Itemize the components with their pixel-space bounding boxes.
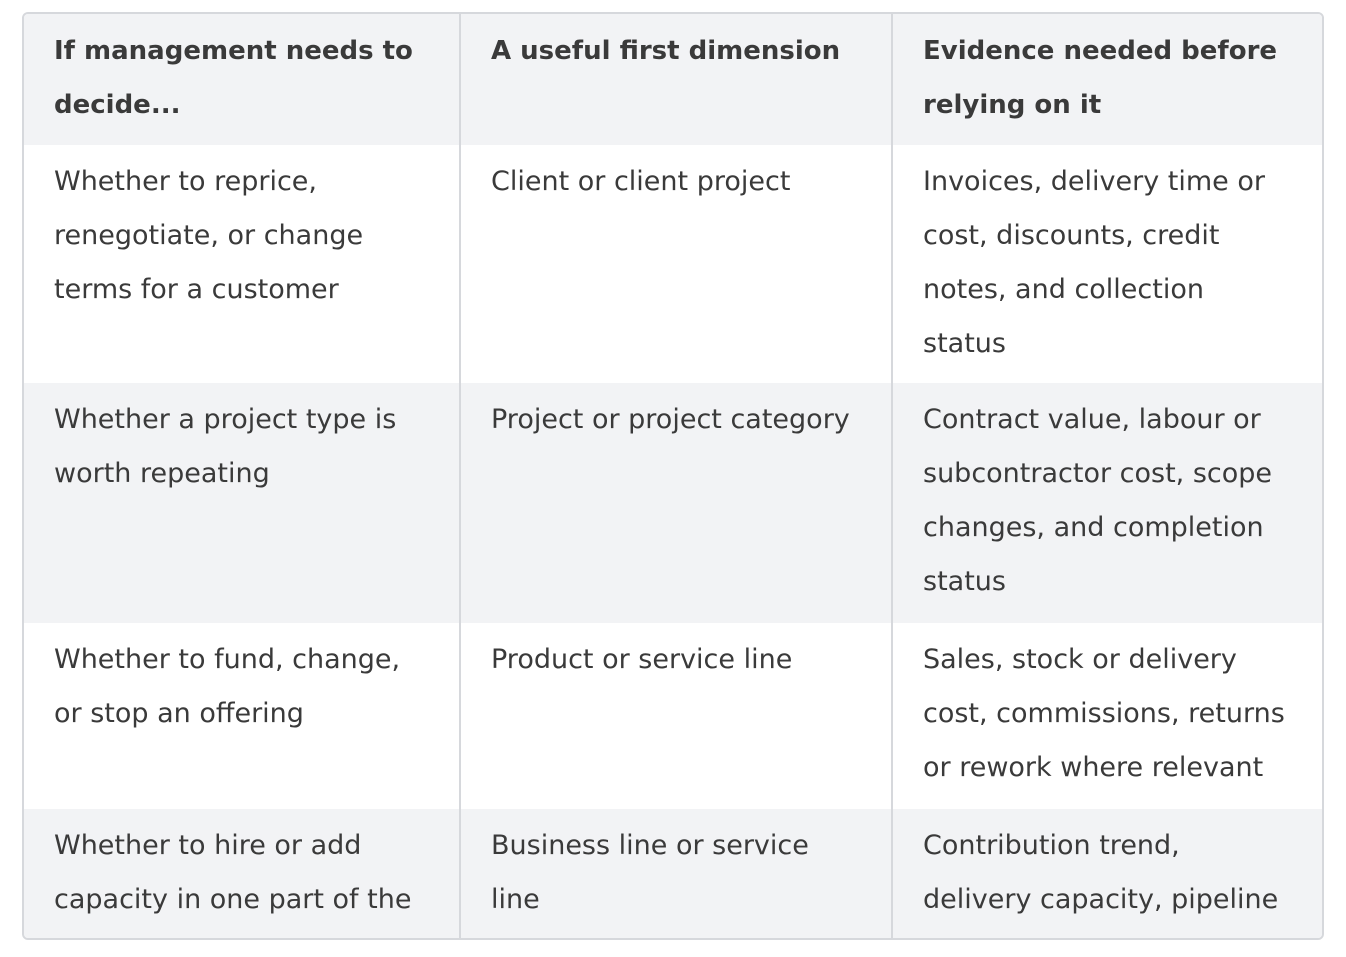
cell-decision: Whether to reprice, renegotiate, or chan… xyxy=(24,145,461,383)
cell-dimension: Client or client project xyxy=(460,145,893,383)
cell-evidence: Contribution trend, delivery capacity, p… xyxy=(892,809,1322,938)
cell-evidence: Contract value, labour or subcontractor … xyxy=(892,383,1322,623)
table-row: Whether to reprice, renegotiate, or chan… xyxy=(24,145,1322,383)
cell-dimension: Project or project category xyxy=(460,383,893,623)
cell-dimension: Business line or service line xyxy=(460,809,893,938)
table-row: Whether a project type is worth repeatin… xyxy=(24,383,1322,623)
column-header-evidence: Evidence needed before relying on it xyxy=(892,14,1322,145)
column-header-dimension: A useful first dimension xyxy=(460,14,893,145)
cell-evidence: Sales, stock or delivery cost, commissio… xyxy=(892,623,1322,809)
cell-evidence: Invoices, delivery time or cost, discoun… xyxy=(892,145,1322,383)
cell-decision: Whether to hire or add capacity in one p… xyxy=(24,809,461,938)
cell-dimension: Product or service line xyxy=(460,623,893,809)
cell-decision: Whether to fund, change, or stop an offe… xyxy=(24,623,461,809)
column-header-decision: If management needs to decide... xyxy=(24,14,461,145)
decision-table-container: If management needs to decide... A usefu… xyxy=(22,12,1324,940)
cell-decision: Whether a project type is worth repeatin… xyxy=(24,383,461,623)
table-row: Whether to fund, change, or stop an offe… xyxy=(24,623,1322,809)
table-row: Whether to hire or add capacity in one p… xyxy=(24,809,1322,938)
table-header-row: If management needs to decide... A usefu… xyxy=(24,14,1322,145)
decision-dimension-table: If management needs to decide... A usefu… xyxy=(24,14,1322,938)
